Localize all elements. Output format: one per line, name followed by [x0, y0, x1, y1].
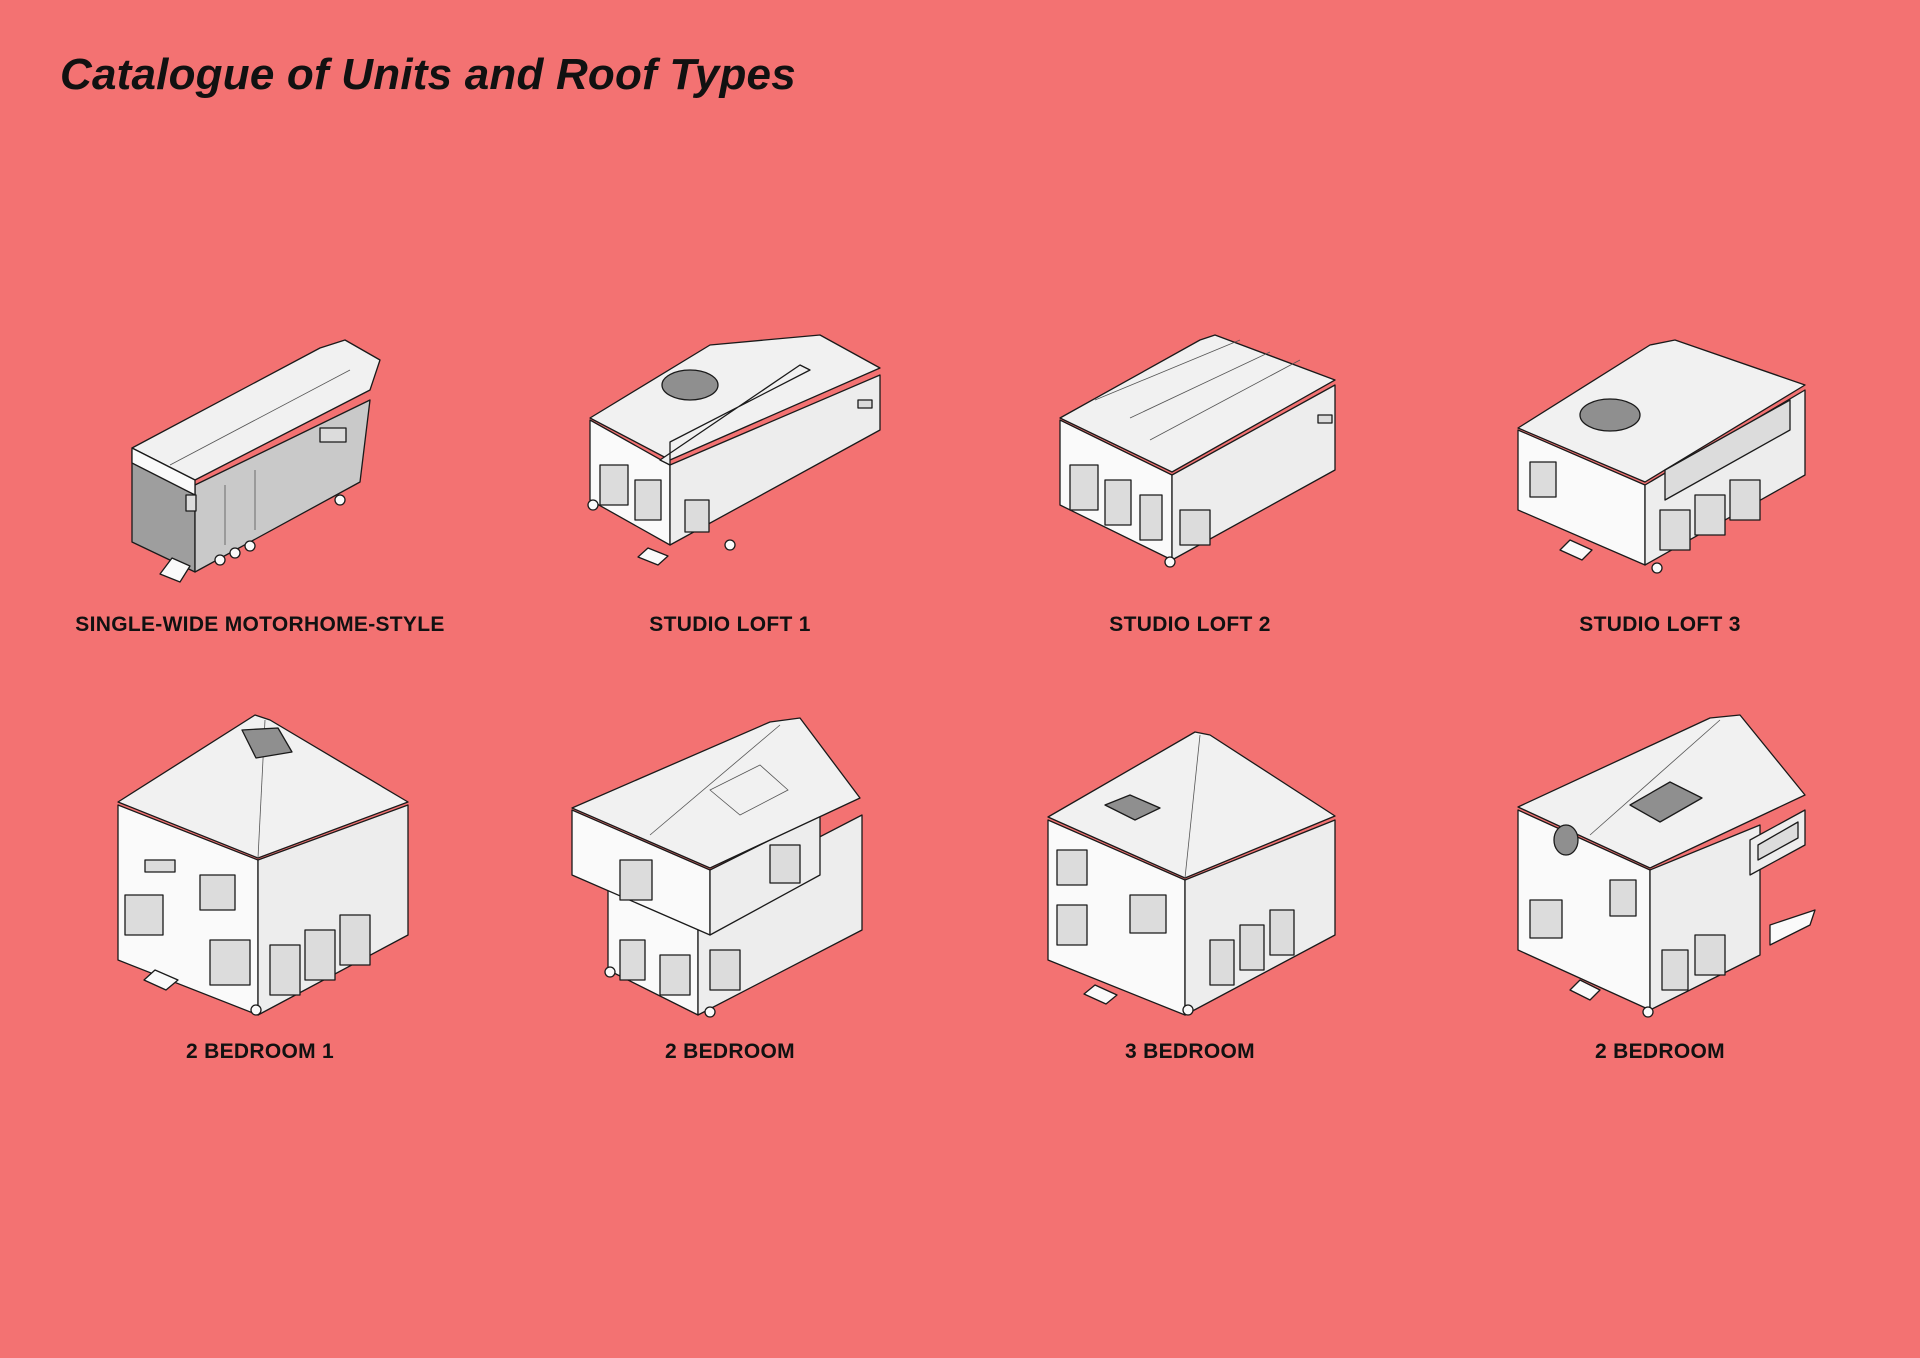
studio-loft-3-icon	[1517, 339, 1806, 574]
unit-studio-loft-1: STUDIO LOFT 1	[530, 320, 930, 650]
page-title: Catalogue of Units and Roof Types	[60, 50, 796, 99]
motorhome-unit-icon	[131, 339, 381, 583]
unit-label: 3 BEDROOM	[1125, 1040, 1255, 1063]
unit-label: 2 BEDROOM 1	[186, 1040, 334, 1063]
unit-label: STUDIO LOFT 2	[1109, 613, 1271, 636]
unit-two-bedroom-gable: 2 BEDROOM	[530, 710, 930, 1070]
two-bedroom-balcony-icon	[1517, 714, 1816, 1018]
unit-motorhome: SINGLE-WIDE MOTORHOME-STYLE	[60, 320, 460, 650]
unit-two-bedroom-balcony: 2 BEDROOM	[1470, 710, 1850, 1070]
unit-studio-loft-3: STUDIO LOFT 3	[1470, 320, 1850, 650]
unit-label: 2 BEDROOM	[1595, 1040, 1725, 1063]
unit-three-bedroom: 3 BEDROOM	[1000, 710, 1380, 1070]
studio-loft-1-icon	[587, 334, 881, 566]
unit-label: 2 BEDROOM	[665, 1040, 795, 1063]
unit-label: SINGLE-WIDE MOTORHOME-STYLE	[75, 613, 445, 636]
studio-loft-2-icon	[1059, 334, 1336, 568]
unit-label: STUDIO LOFT 1	[649, 613, 811, 636]
two-bedroom-gable-icon	[571, 717, 863, 1018]
three-bedroom-icon	[1047, 731, 1336, 1016]
unit-studio-loft-2: STUDIO LOFT 2	[1000, 320, 1380, 650]
unit-label: STUDIO LOFT 3	[1579, 613, 1741, 636]
unit-two-bedroom-1: 2 BEDROOM 1	[60, 710, 460, 1070]
two-bedroom-1-icon	[117, 714, 409, 1016]
